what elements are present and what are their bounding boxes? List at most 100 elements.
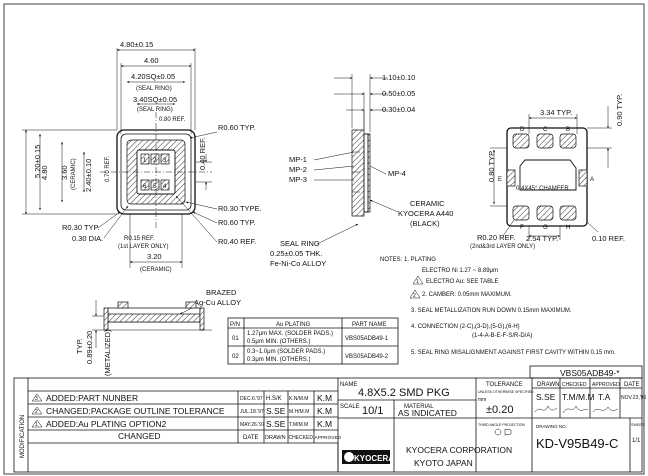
note-seal-ring-thk: 0.25±0.05 THK. (270, 249, 322, 258)
dim-360: 3.60 (60, 165, 69, 180)
label-approved-col: APPROVED (315, 435, 342, 441)
pad-g: G (543, 225, 548, 231)
section-view: BRAZED Ag-Cu ALLOY TYP. 0.89±0.20 (METAL… (75, 288, 241, 376)
signature-approved (592, 406, 619, 413)
signature-checked (562, 405, 589, 414)
note-seal-ring-alloy: Fe-Ni-Co ALLOY (270, 259, 326, 268)
pad-e: E (498, 177, 502, 183)
label-ceramic-h: (CERAMIC) (140, 267, 172, 273)
note-line-seal: 3. SEAL METALLIZATION RUN DOWN 0.15mm MA… (411, 308, 572, 314)
dim-089: 0.89±0.20 (85, 331, 94, 364)
label-first-layer: (1st LAYER ONLY) (118, 244, 168, 250)
note-line-au: ELECTRO Au: SEE TABLE (426, 279, 498, 285)
revision-row: 2 CHANGED:PACKAGE OUTLINE TOLERANCE JUL.… (31, 406, 332, 416)
rev-text: CHANGED:PACKAGE OUTLINE TOLERANCE (46, 406, 225, 416)
rev-mark: 1 (35, 422, 38, 428)
company-name: KYOCERA CORPORATION (406, 445, 512, 455)
drawn-by: S.SE (536, 392, 556, 402)
dim-r060-typ-2: R0.60 TYP. (218, 218, 256, 227)
dim-r015-ref: R0.15 REF. (124, 236, 155, 242)
tolerance-value: ±0.20 (486, 404, 513, 416)
approved-by: T.A (598, 392, 611, 402)
dim-r030-typ: R0.30 TYP. (62, 223, 100, 232)
svg-text:6: 6 (143, 184, 147, 190)
drawing-border (3, 3, 645, 475)
label-changed: CHANGED (118, 431, 161, 441)
th-part-name: PART NAME (352, 322, 386, 328)
dim-420sq: 4.20SQ±0.05 (131, 72, 175, 81)
note-line-ni: ELECTRO Ni 1.27 ~ 8.89μm (422, 268, 498, 274)
svg-text:4: 4 (163, 184, 167, 190)
note-line-misalign: 5. SEAL RING MISALIGNMENT AGAINST FIRST … (411, 350, 616, 356)
label-drawn: DRAWN (537, 382, 559, 388)
td-pn-01: 01 (232, 336, 239, 342)
label-name: NAME (340, 382, 357, 388)
dim-320: 3.20 (147, 252, 162, 261)
rev-text: ADDED:PART NUNBER (46, 393, 138, 403)
dim-070-ref: 0.70 REF. (105, 155, 111, 182)
dim-480-v: 4.80 (40, 165, 49, 180)
label-modification: MODIFICATION (20, 415, 26, 458)
td-plating-01b: 0.5μm MIN. (OTHERS.) (247, 339, 310, 345)
company-city: KYOTO JAPAN (414, 458, 473, 468)
note-header: NOTES: 1. PLATING (380, 257, 436, 263)
dim-040-ref: 0.40 REF. (198, 137, 207, 170)
dim-520: 5.20±0.15 (33, 145, 42, 178)
svg-text:2: 2 (153, 158, 157, 164)
revision-row: 1 ADDED:Au PLATING OPTION2 MAY.26.'97 S.… (31, 419, 332, 429)
rev-text: ADDED:Au PLATING OPTION2 (46, 419, 167, 429)
dim-090: 0.90 TYP. (615, 94, 624, 126)
label-third-angle: THIRD ANGLE PROJECTION (478, 423, 525, 427)
dim-480: 4.80±0.15 (120, 40, 153, 49)
dim-460: 4.60 (144, 56, 159, 65)
pad-a: A (590, 177, 594, 183)
note-line-connection: 4. CONNECTION (2-C),(3-D),(5-G),(6-H) (411, 324, 520, 330)
rev-drawn: S.SE (266, 406, 286, 416)
drawing-date: NOV.23,'96 (621, 395, 646, 401)
dim-r020-ref: R0.20 REF. (477, 233, 515, 242)
td-plating-02a: 0.3~1.0μm (SOLDER PADS.) (247, 349, 325, 355)
dim-240: 2.40±0.10 (84, 159, 93, 192)
label-mp1: MP-1 (289, 155, 307, 164)
sheet-number: 1/1 (632, 438, 641, 444)
label-seal-ring-1: (SEAL RING) (136, 86, 172, 92)
bottom-pads (506, 133, 588, 221)
material-value: AS INDICATED (398, 408, 457, 418)
pad-f: F (520, 225, 524, 231)
label-drawn-col: DRAWN (265, 435, 286, 441)
rev-approved: K.M (317, 419, 332, 429)
note-kyocera-a440: KYOCERA A440 (398, 209, 453, 218)
note-line-camber: 2. CAMBER: 0.05mm MAXIMUM. (422, 292, 512, 298)
td-part-01: VBS05ADB49-1 (345, 336, 389, 342)
label-checked-col: CHECKED (289, 435, 314, 441)
plating-table: P/N Au PLATING PART NAME 01 1.27μm MAX. … (227, 317, 399, 365)
dim-r040-ref: R0.40 REF. (218, 237, 256, 246)
label-second-layer: (2nd&3rd LAYER ONLY) (470, 244, 535, 250)
td-plating-01a: 1.27μm MAX. (SOLDER PADS.) (247, 331, 333, 337)
td-part-02: VBS05ADB49-2 (345, 354, 389, 360)
rev-date: DEC.6.'97 (240, 396, 263, 402)
rev-date: MAY.26.'97 (240, 422, 265, 428)
dim-r060-typ: R0.60 TYP. (218, 123, 256, 132)
dim-334: 3.34 TYP. (540, 108, 572, 117)
label-drawing-no: DRAWING NO. (536, 424, 567, 429)
kyocera-logo: KYOCERA (342, 450, 394, 464)
dim-050: 0.50±0.05 (382, 89, 415, 98)
dim-340sq: 3.40SQ±0.05 (133, 95, 177, 104)
rev-approved: K.M (317, 406, 332, 416)
label-approved: APPROVED (592, 382, 620, 388)
drawing-number: KD-V95B49-C (536, 436, 618, 451)
label-tolerance-mm: mm (478, 397, 486, 403)
label-material: MATERIAL (404, 404, 434, 410)
label-mp4: MP-4 (388, 169, 406, 178)
drawing-name: 4.8X5.2 SMD PKG (358, 387, 450, 399)
dim-254: 2.54 TYP. (526, 234, 558, 243)
label-ag-cu-alloy: Ag-Cu ALLOY (194, 298, 241, 307)
bottom-view: D C B E A F G H 0.4X45° CHAMFER 3.34 TYP… (470, 94, 625, 250)
logo-text: KYOCERA (354, 454, 394, 463)
label-date: DATE (624, 382, 640, 388)
label-tolerance: TOLERANCE (486, 382, 523, 388)
label-chamfer: 0.4X45° CHAMFER (516, 186, 569, 192)
th-pn: P/N (230, 322, 240, 328)
